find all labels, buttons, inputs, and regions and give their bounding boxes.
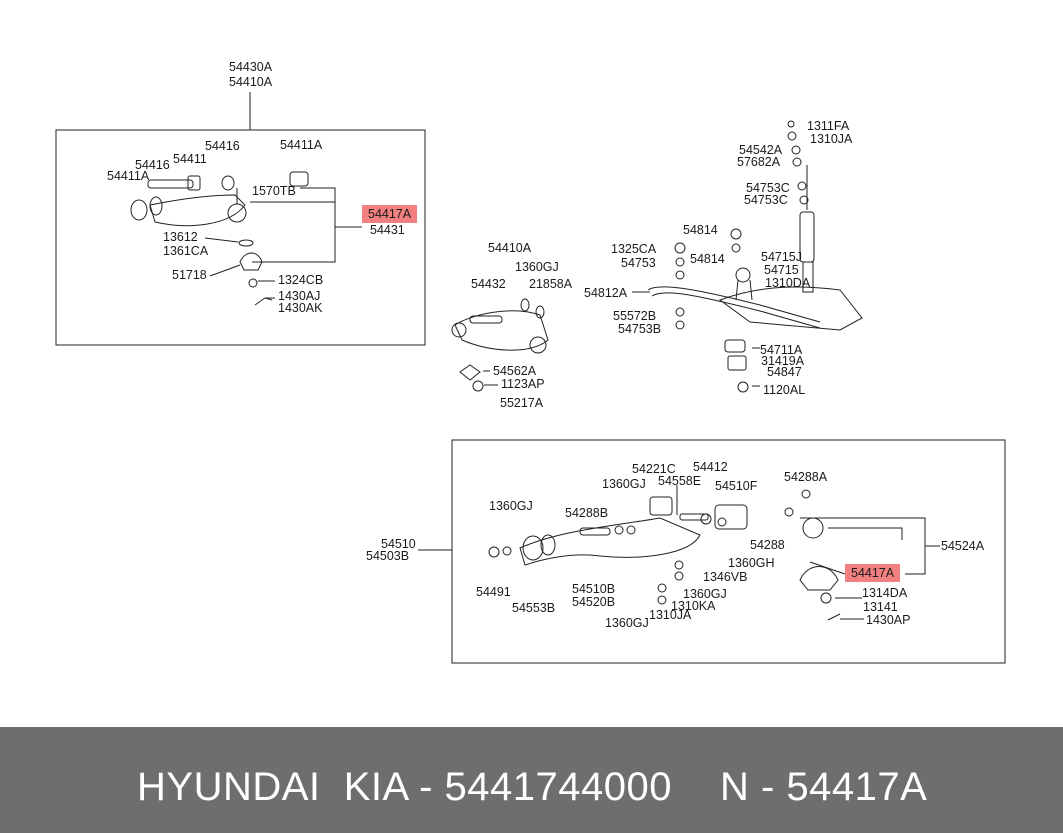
part-label: 1360GJ (602, 477, 646, 491)
part-label: 54510F (715, 479, 758, 493)
part-label: 13612 (163, 230, 198, 244)
part-label: 1360GJ (489, 499, 533, 513)
part-label: 1324CB (278, 273, 324, 287)
part-label: 54753C (746, 181, 790, 195)
part-label: 57682A (737, 155, 781, 169)
part-label: 1360GJ (515, 260, 559, 274)
part-label: 1360GJ (605, 616, 649, 630)
part-label: 54715 (764, 263, 799, 277)
part-label-group: 54510 (381, 537, 416, 551)
part-label: 54431 (370, 223, 405, 237)
part-label: 54491 (476, 585, 511, 599)
part-label: 54411 (173, 152, 207, 166)
parts-illustration (55, 92, 1006, 664)
part-label: 1346VB (703, 570, 748, 584)
part-label: 54432 (471, 277, 506, 291)
parts-diagram: 54430A 54410A 54416 54411 54416 54411A 5… (55, 60, 1006, 664)
part-label: 54412 (693, 460, 728, 474)
part-label: 54715J (761, 250, 803, 264)
part-label: 54288B (565, 506, 609, 520)
part-label: 54510B (572, 582, 616, 596)
part-label: 54711A (760, 343, 803, 357)
brand-part-number: HYUNDAI KIA - 5441744000 (137, 765, 673, 809)
part-number-footer: HYUNDAI KIA - 5441744000 N - 54417A (0, 727, 1063, 833)
part-label: 54562A (493, 364, 537, 378)
part-label: 54520B (572, 595, 616, 609)
part-label: 54847 (767, 365, 802, 379)
part-label: 1430AK (278, 301, 323, 315)
part-label: 54753B (618, 322, 662, 336)
part-label: 1311FA (807, 119, 850, 133)
part-label-highlighted: 54417A (362, 205, 418, 223)
part-label: 54814 (690, 252, 725, 266)
part-label: 1360GH (728, 556, 775, 570)
part-label: 54814 (683, 223, 718, 237)
part-label: 55217A (500, 396, 544, 410)
part-label: 54812A (584, 286, 628, 300)
part-label: 1570TB (252, 184, 296, 198)
part-label: 54558E (658, 474, 702, 488)
part-label: 54410A (488, 241, 532, 255)
lower-arm-illustration (488, 485, 841, 621)
upper-arm-illustration (130, 171, 309, 306)
part-label-group: 54410A (229, 75, 273, 89)
part-label: 54411A (107, 169, 150, 183)
part-label: 1430AJ (278, 289, 321, 303)
part-label: 54416 (135, 158, 170, 172)
part-label: 54416 (205, 139, 240, 153)
part-label-highlighted: 54417A (845, 564, 901, 582)
part-label: 1430AP (866, 613, 911, 627)
part-label: 21858A (529, 277, 573, 291)
part-label: 54221C (632, 462, 676, 476)
mid-arm-illustration (451, 298, 549, 392)
part-label: 1310KA (671, 599, 716, 613)
part-label: 51718 (172, 268, 207, 282)
part-label: 31419A (761, 354, 805, 368)
part-label-group: 54503B (366, 549, 410, 563)
part-label: 1361CA (163, 244, 209, 258)
catalog-reference: N - 54417A (720, 765, 928, 809)
part-label: 1310DA (765, 276, 811, 290)
part-label: 1360GJ (683, 587, 727, 601)
part-label: 54542A (739, 143, 783, 157)
part-label: 54553B (512, 601, 556, 615)
part-label: 54411A (280, 138, 323, 152)
part-label: 1310JA (810, 132, 853, 146)
part-label: 54288 (750, 538, 785, 552)
upper-arm-box (55, 129, 426, 346)
part-label: 1310JA (649, 608, 692, 622)
part-label: 54524A (941, 539, 985, 553)
part-label: 1123AP (501, 377, 545, 391)
lower-arm-box (451, 439, 1006, 664)
part-label: 54753 (621, 256, 656, 270)
part-label: 54288A (784, 470, 828, 484)
part-label: 1314DA (862, 586, 908, 600)
part-label: 1325CA (611, 242, 657, 256)
strut-stabilizer-illustration (647, 120, 863, 393)
part-label: 55572B (613, 309, 657, 323)
part-label: 1120AL (763, 383, 806, 397)
part-label: 13141 (863, 600, 898, 614)
part-label-group: 54430A (229, 60, 273, 74)
part-label: 54753C (744, 193, 788, 207)
